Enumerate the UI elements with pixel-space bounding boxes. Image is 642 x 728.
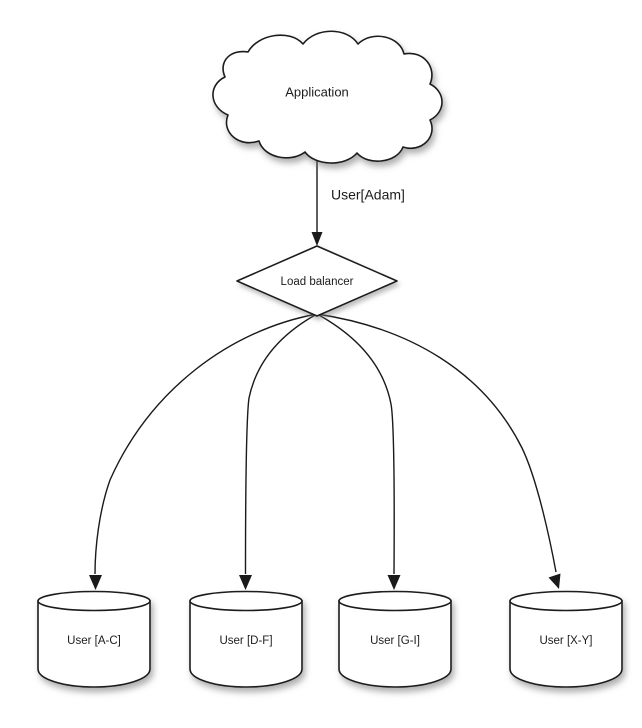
diamond-shape bbox=[236, 245, 398, 317]
node-label-shard-2: User [D-F] bbox=[219, 635, 272, 647]
edge-lb-to-shard-4 bbox=[316, 313, 561, 589]
node-label-shard-1: User [A-C] bbox=[67, 635, 121, 647]
edge-line bbox=[94, 313, 318, 575]
node-shard-1[interactable]: User [A-C] bbox=[37, 590, 151, 688]
edge-lb-to-shard-2 bbox=[239, 313, 318, 590]
arrow-head-icon bbox=[387, 575, 401, 590]
node-application[interactable]: Application bbox=[212, 30, 443, 164]
cylinder-top-ellipse bbox=[189, 590, 303, 612]
cylinder-shape bbox=[189, 590, 303, 688]
node-label-load-balancer: Load balancer bbox=[281, 276, 354, 288]
edge-line bbox=[316, 313, 557, 573]
edge-label-user-adam: User[Adam] bbox=[331, 187, 405, 203]
arrow-head-icon bbox=[311, 232, 323, 246]
node-shard-4[interactable]: User [X-Y] bbox=[509, 590, 623, 688]
edge-line bbox=[244, 313, 318, 575]
cylinder-shape bbox=[338, 590, 452, 688]
cloud-shape bbox=[212, 30, 443, 164]
node-label-application: Application bbox=[285, 84, 349, 99]
node-load-balancer[interactable]: Load balancer bbox=[236, 245, 398, 317]
cylinder-body bbox=[189, 600, 303, 688]
cylinder-top-ellipse bbox=[37, 590, 151, 612]
cylinder-shape bbox=[37, 590, 151, 688]
edge-lb-to-shard-3 bbox=[316, 313, 401, 590]
cylinder-body bbox=[37, 600, 151, 688]
arrow-head-icon bbox=[89, 575, 102, 590]
cylinder-top-ellipse bbox=[509, 590, 623, 612]
cylinder-body bbox=[338, 600, 452, 688]
node-shard-3[interactable]: User [G-I] bbox=[338, 590, 452, 688]
cylinder-top-ellipse bbox=[338, 590, 452, 612]
cylinder-body bbox=[509, 600, 623, 688]
cylinder-shape bbox=[509, 590, 623, 688]
arrow-head-icon bbox=[239, 575, 252, 590]
arrow-head-icon bbox=[548, 573, 561, 589]
node-label-shard-3: User [G-I] bbox=[370, 635, 420, 647]
node-shard-2[interactable]: User [D-F] bbox=[189, 590, 303, 688]
edge-app-to-lb bbox=[311, 150, 323, 246]
edge-line bbox=[316, 313, 395, 575]
edge-lb-to-shard-1 bbox=[89, 313, 318, 590]
node-label-shard-4: User [X-Y] bbox=[539, 635, 592, 647]
edge-layer bbox=[89, 150, 561, 590]
